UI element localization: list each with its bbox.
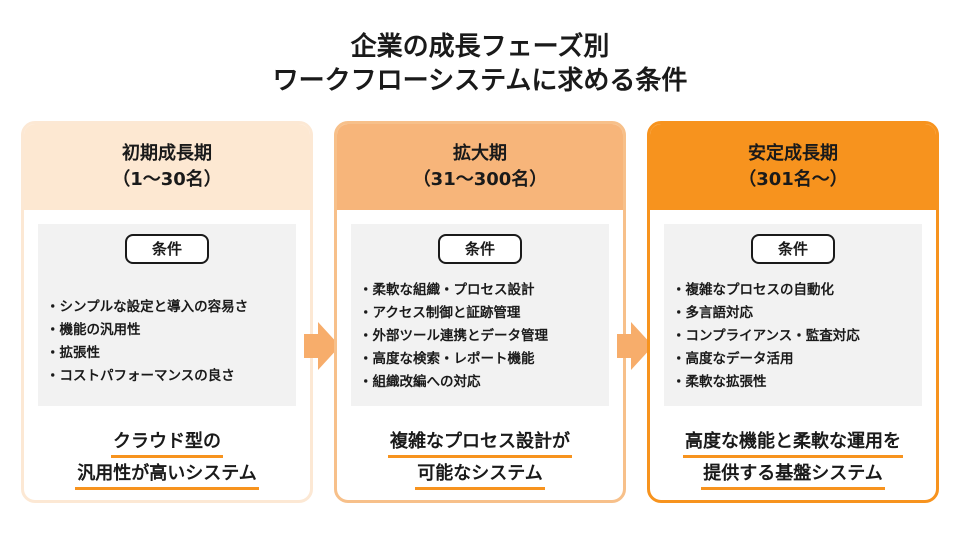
condition-item: 柔軟な拡張性 xyxy=(672,371,918,394)
phase-header: 拡大期 （31〜300名） xyxy=(337,124,623,210)
condition-box: 条件 柔軟な組織・プロセス設計 アクセス制御と証跡管理 外部ツール連携とデータ管… xyxy=(351,224,609,406)
phase-header: 初期成長期 （1〜30名） xyxy=(24,124,310,210)
phase-card-stable: 安定成長期 （301名〜） 条件 複雑なプロセスの自動化 多言語対応 コンプライ… xyxy=(647,121,939,503)
phase-result: クラウド型の 汎用性が高いシステム xyxy=(24,426,310,490)
condition-item: アクセス制御と証跡管理 xyxy=(359,302,605,325)
condition-item: 柔軟な組織・プロセス設計 xyxy=(359,279,605,302)
condition-item: コンプライアンス・監査対応 xyxy=(672,325,918,348)
condition-list: 柔軟な組織・プロセス設計 アクセス制御と証跡管理 外部ツール連携とデータ管理 高… xyxy=(359,279,605,394)
phase-range: （31〜300名） xyxy=(412,169,548,190)
title-line-1: 企業の成長フェーズ別 xyxy=(350,32,610,62)
condition-label: 条件 xyxy=(125,234,209,264)
phase-card-initial: 初期成長期 （1〜30名） 条件 シンプルな設定と導入の容易さ 機能の汎用性 拡… xyxy=(21,121,313,503)
condition-item: 拡張性 xyxy=(46,342,292,365)
condition-list: 複雑なプロセスの自動化 多言語対応 コンプライアンス・監査対応 高度なデータ活用… xyxy=(672,279,918,394)
phase-result: 高度な機能と柔軟な運用を 提供する基盤システム xyxy=(650,426,936,490)
condition-box: 条件 複雑なプロセスの自動化 多言語対応 コンプライアンス・監査対応 高度なデー… xyxy=(664,224,922,406)
condition-item: 外部ツール連携とデータ管理 xyxy=(359,325,605,348)
phase-header: 安定成長期 （301名〜） xyxy=(650,124,936,210)
phase-range: （301名〜） xyxy=(738,169,848,190)
phase-name: 安定成長期 xyxy=(748,143,838,164)
condition-item: 組織改編への対応 xyxy=(359,371,605,394)
condition-item: コストパフォーマンスの良さ xyxy=(46,365,292,388)
condition-item: 高度な検索・レポート機能 xyxy=(359,348,605,371)
phase-card-expansion: 拡大期 （31〜300名） 条件 柔軟な組織・プロセス設計 アクセス制御と証跡管… xyxy=(334,121,626,503)
result-line-1: 複雑なプロセス設計が xyxy=(388,429,572,458)
result-line-1: クラウド型の xyxy=(111,429,223,458)
condition-item: 多言語対応 xyxy=(672,302,918,325)
result-line-2: 可能なシステム xyxy=(415,461,545,490)
result-line-1: 高度な機能と柔軟な運用を xyxy=(683,429,903,458)
phase-name: 拡大期 xyxy=(453,143,507,164)
condition-item: 複雑なプロセスの自動化 xyxy=(672,279,918,302)
arrow-right-icon xyxy=(304,322,340,370)
phase-range: （1〜30名） xyxy=(112,169,222,190)
phase-result: 複雑なプロセス設計が 可能なシステム xyxy=(337,426,623,490)
condition-item: 高度なデータ活用 xyxy=(672,348,918,371)
result-line-2: 汎用性が高いシステム xyxy=(75,461,259,490)
condition-item: 機能の汎用性 xyxy=(46,319,292,342)
condition-label: 条件 xyxy=(438,234,522,264)
diagram-title: 企業の成長フェーズ別 ワークフローシステムに求める条件 xyxy=(0,30,960,98)
condition-label: 条件 xyxy=(751,234,835,264)
condition-box: 条件 シンプルな設定と導入の容易さ 機能の汎用性 拡張性 コストパフォーマンスの… xyxy=(38,224,296,406)
result-line-2: 提供する基盤システム xyxy=(701,461,885,490)
title-line-2: ワークフローシステムに求める条件 xyxy=(272,66,688,96)
arrow-right-icon xyxy=(617,322,653,370)
condition-item: シンプルな設定と導入の容易さ xyxy=(46,296,292,319)
phase-name: 初期成長期 xyxy=(122,143,212,164)
condition-list: シンプルな設定と導入の容易さ 機能の汎用性 拡張性 コストパフォーマンスの良さ xyxy=(46,296,292,388)
